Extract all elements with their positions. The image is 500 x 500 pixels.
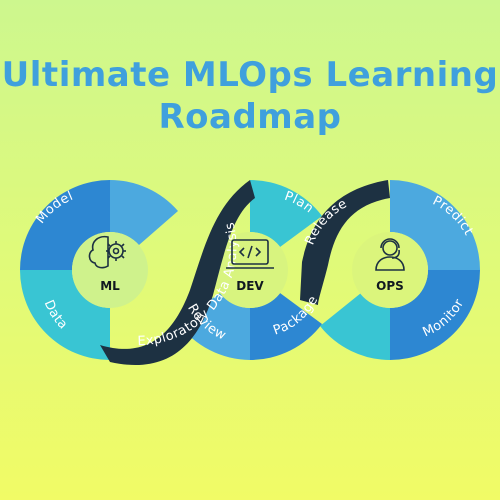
ml-hub[interactable] xyxy=(72,232,148,308)
dev-hub[interactable] xyxy=(212,232,288,308)
code-monitor-icon xyxy=(226,239,274,269)
title-line-1: Ultimate MLOps Learning xyxy=(1,55,499,95)
headset-operator-icon xyxy=(375,238,405,271)
segment-release[interactable] xyxy=(300,180,390,305)
brain-gear-icon xyxy=(88,235,126,269)
segment-predict[interactable] xyxy=(390,180,480,270)
title-line-2: Roadmap xyxy=(158,97,342,137)
segment-monitor[interactable] xyxy=(390,270,480,360)
segment-plan[interactable] xyxy=(250,180,322,247)
segment-ops-lower-left[interactable] xyxy=(320,293,390,360)
segment-package[interactable] xyxy=(250,293,322,360)
hub-label-dev: DEV xyxy=(236,279,264,293)
segment-exploratory-data-analysis[interactable] xyxy=(100,180,255,366)
hub-label-ml: ML xyxy=(100,279,120,293)
hub-label-ops: OPS xyxy=(376,279,404,293)
segment-model[interactable] xyxy=(20,180,110,270)
segment-review[interactable] xyxy=(178,293,250,360)
segment-ml-upper-right[interactable] xyxy=(110,180,178,245)
dev-ring xyxy=(178,180,322,360)
segment-data[interactable] xyxy=(20,270,110,360)
